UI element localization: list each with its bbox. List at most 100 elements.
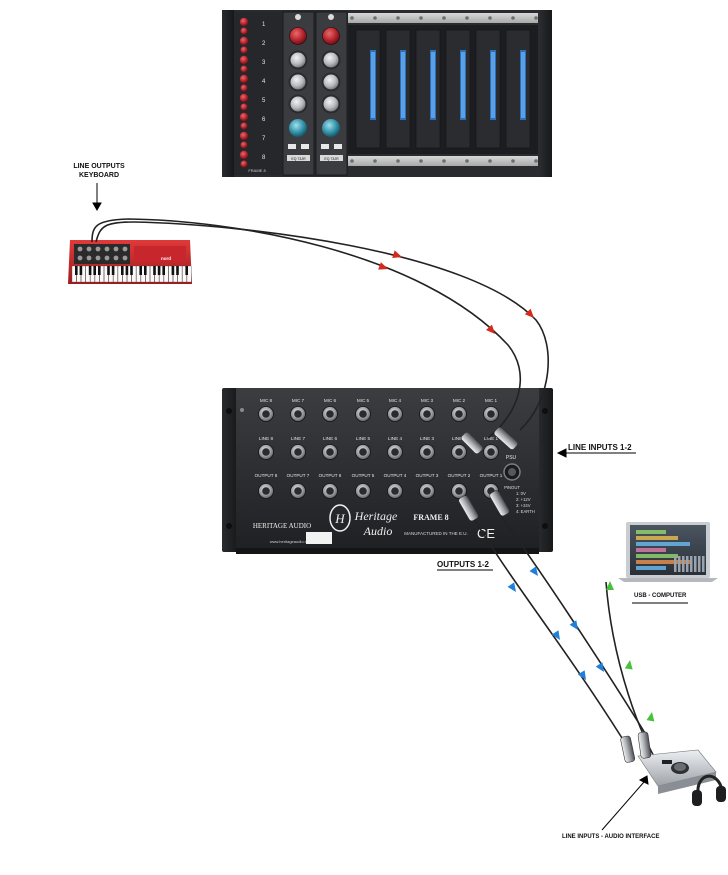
output-jack-center <box>455 487 463 495</box>
black-key <box>98 266 101 275</box>
eq-module-label: EQ 73JR <box>324 157 339 161</box>
empty-slot <box>355 29 381 149</box>
svg-text:H: H <box>334 511 345 526</box>
keyboard-knob <box>113 255 119 261</box>
empty-slot <box>385 29 411 149</box>
black-key <box>111 266 115 275</box>
power-knob <box>239 55 249 65</box>
cable-keyboard-to-line2 <box>91 218 522 439</box>
output-jack-center <box>294 487 302 495</box>
mic-jack-center <box>423 410 431 418</box>
mic-jack-center <box>455 410 463 418</box>
signal-arrow-head <box>507 582 516 592</box>
keyboard-knob <box>95 255 101 261</box>
line-jack-center <box>487 448 495 456</box>
rail-screw <box>350 159 354 163</box>
interface-volume-knob-cap <box>674 763 686 771</box>
slot-connector-pins <box>401 52 405 118</box>
rail-screw <box>419 16 423 20</box>
daw-track <box>636 536 678 540</box>
signal-arrow <box>524 308 534 318</box>
daw-track <box>636 548 666 552</box>
mic-jack-center <box>487 410 495 418</box>
black-key <box>144 266 147 275</box>
power-knob <box>240 160 248 168</box>
rear-left-ear <box>222 388 238 552</box>
black-key <box>88 266 92 275</box>
power-knob <box>239 17 249 27</box>
pinout-line: 1: 0V <box>516 491 526 496</box>
line-label: LINE 7 <box>291 436 305 441</box>
mic-label: MIC 1 <box>485 398 498 403</box>
keyboard-keys <box>71 265 192 283</box>
output-label: OUTPUT 1 <box>480 473 503 478</box>
output-label: OUTPUT 5 <box>352 473 375 478</box>
empty-slot <box>415 29 441 149</box>
black-key <box>157 266 161 275</box>
daw-fader <box>682 556 685 572</box>
keyboard-knob <box>104 255 110 261</box>
signal-arrows <box>378 250 655 722</box>
rail-screw <box>465 159 469 163</box>
rail-screw <box>511 159 515 163</box>
outputs-label: OUTPUTS 1-2 <box>437 560 490 569</box>
power-knob <box>240 141 248 149</box>
daw-track <box>636 554 678 558</box>
signal-arrow <box>486 324 495 334</box>
daw-fader <box>678 556 681 572</box>
rear-right-ear <box>537 388 553 552</box>
daw-fader <box>674 556 677 572</box>
mic-label: MIC 4 <box>389 398 402 403</box>
eq-switch <box>334 144 342 149</box>
mic-label: MIC 6 <box>324 398 337 403</box>
mic-label: MIC 3 <box>421 398 434 403</box>
line-label: LINE 3 <box>420 436 434 441</box>
usb-cable <box>605 581 665 773</box>
eq-gain-knob <box>322 27 340 45</box>
daw-fader <box>698 556 701 572</box>
line-jack-center <box>326 448 334 456</box>
power-knob <box>239 36 249 46</box>
slot-number: 1 <box>262 22 266 28</box>
signal-arrow <box>507 582 516 592</box>
keyboard-knob <box>86 246 92 252</box>
keyboard-knob <box>122 255 128 261</box>
audio-interface-label: LINE INPUTS - AUDIO INTERFACE <box>562 834 660 840</box>
signal-arrow-head <box>569 620 578 630</box>
empty-slot-cards <box>355 29 531 149</box>
model-text: FRAME 8 <box>413 513 448 522</box>
daw-track <box>636 530 666 534</box>
signal-arrow <box>392 250 402 259</box>
keyboard-knob <box>86 255 92 261</box>
eq-logo <box>295 14 301 20</box>
logo-line-2: Audio <box>363 524 393 538</box>
power-knob <box>239 74 249 84</box>
black-key <box>125 266 129 275</box>
output-label: OUTPUT 3 <box>416 473 439 478</box>
interface-front <box>658 772 716 794</box>
rail-screw <box>488 16 492 20</box>
slot-connector-pins <box>461 52 465 118</box>
rail-screw <box>396 16 400 20</box>
rail-screw <box>534 16 538 20</box>
line-label: LINE 1 <box>484 436 498 441</box>
signal-arrow <box>624 660 633 670</box>
keyboard-knob <box>113 246 119 252</box>
slot-number: 3 <box>262 60 266 66</box>
eq-gain-knob <box>289 27 307 45</box>
signal-arrow-head <box>392 250 402 259</box>
signal-arrow-head <box>378 262 388 270</box>
rail-screw <box>511 16 515 20</box>
psu-label: PSU <box>506 455 517 461</box>
daw-fader <box>702 556 705 572</box>
signal-arrow <box>529 566 538 576</box>
rear-ear-hole-tl <box>226 408 232 414</box>
eq-label-plate <box>287 155 310 161</box>
black-key <box>130 266 133 275</box>
eq-label-plate <box>320 155 343 161</box>
